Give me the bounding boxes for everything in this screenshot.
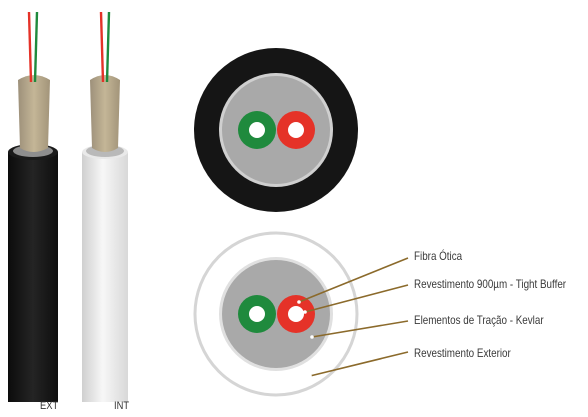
callout-tight-buffer: Revestimento 900µm - Tight Buffer (414, 277, 567, 291)
caption-int: INT (114, 400, 130, 412)
cable-int-fiber-green (105, 11, 111, 83)
leader-dots (297, 300, 314, 378)
callout-fibra-otica: Fibra Ótica (414, 249, 463, 263)
ext-fiber-green-core (249, 122, 265, 138)
cable-int (82, 11, 128, 402)
cross-section-ext (194, 48, 358, 212)
leader-dot-kevlar (310, 335, 314, 339)
callout-kevlar: Elementos de Tração - Kevlar (414, 313, 544, 327)
leader-line-buffer (304, 284, 409, 313)
leader-dot-buffer (303, 310, 307, 314)
cable-int-fiber-red (99, 11, 105, 83)
leader-line-kevlar (311, 320, 409, 338)
cross-section-int (193, 231, 359, 397)
cable-ext-fiber-red (27, 11, 33, 83)
cable-ext-tube (18, 75, 50, 152)
cable-int-tube (90, 75, 120, 152)
leader-line-jacket (309, 351, 409, 377)
ext-fiber-red-core (288, 122, 304, 138)
leader-dot-jacket (308, 374, 312, 378)
cable-ext (8, 11, 58, 402)
leader-line-fiber (298, 257, 409, 303)
cable-ext-jacket (8, 152, 58, 402)
int-fiber-red-core (288, 306, 304, 322)
caption-ext: EXT (40, 400, 59, 412)
cable-ext-fiber-green (33, 11, 39, 83)
callout-revestimento-exterior: Revestimento Exterior (414, 346, 511, 360)
leader-lines (298, 257, 409, 377)
cable-int-jacket (82, 152, 128, 402)
leader-dot-fiber (297, 300, 301, 304)
int-fiber-green-core (249, 306, 265, 322)
